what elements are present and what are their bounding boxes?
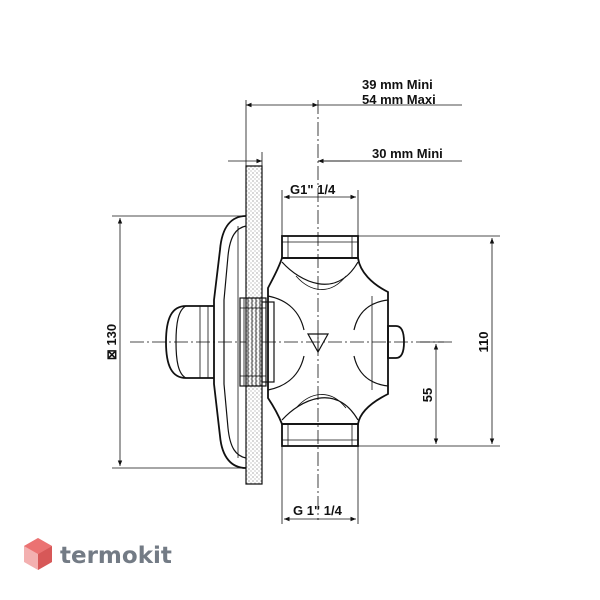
push-button — [165, 305, 214, 379]
dimension-height-110: 110 — [358, 235, 500, 447]
threaded-adapter — [239, 297, 275, 387]
dimension-height-55: 55 — [420, 341, 444, 444]
center-lines — [130, 100, 455, 520]
dimension-depth-30-mini: 30 mm Mini — [228, 146, 462, 166]
plate-size-label: ⊠ 130 — [104, 324, 119, 360]
cover-plate — [213, 215, 247, 469]
dimension-plate-130: ⊠ 130 — [104, 215, 246, 469]
dimension-thread-bottom: G 1" 1/4 — [281, 446, 359, 524]
dim-label-39-mini: 39 mm Mini — [362, 77, 433, 92]
dimension-depth-mini-maxi: 39 mm Mini 54 mm Maxi — [245, 77, 462, 166]
brand-name: termokit — [60, 543, 172, 569]
height-55-label: 55 — [420, 388, 435, 402]
valve-body — [267, 235, 405, 447]
dimension-thread-top: G1" 1/4 — [281, 182, 359, 236]
height-110-label: 110 — [476, 332, 491, 353]
thread-label-bottom: G 1" 1/4 — [293, 503, 343, 518]
dim-label-30-mini: 30 mm Mini — [372, 146, 443, 161]
brand-watermark: termokit — [24, 538, 172, 570]
dim-label-54-maxi: 54 mm Maxi — [362, 92, 436, 107]
brand-logo-icon — [24, 538, 52, 570]
wall-section — [245, 165, 263, 485]
thread-label-top: G1" 1/4 — [290, 182, 336, 197]
